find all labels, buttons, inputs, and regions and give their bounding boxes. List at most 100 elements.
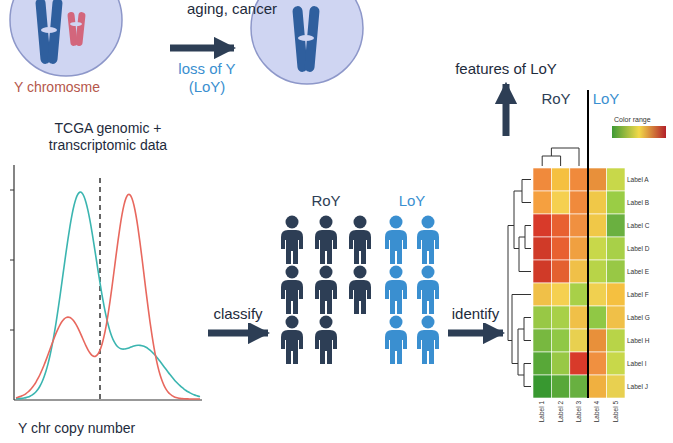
dendrogram-branch <box>542 156 560 166</box>
heatmap-cell <box>607 168 625 191</box>
dendrogram-branch <box>518 329 524 375</box>
dendrogram-branch <box>524 364 531 387</box>
person-body <box>417 230 439 264</box>
heatmap-cell <box>588 260 606 283</box>
person-head <box>286 316 299 329</box>
heatmap-cell <box>607 306 625 329</box>
person-head <box>390 266 403 279</box>
person-head <box>320 316 333 329</box>
column-label: Label 5 <box>613 401 620 422</box>
column-label: Label 3 <box>576 401 583 422</box>
person-icon <box>385 266 407 315</box>
dendrogram-branch <box>551 148 579 166</box>
column-label: Label 2 <box>557 401 564 422</box>
heatmap-cell <box>607 191 625 214</box>
flow-arrow <box>448 330 503 337</box>
heatmap-cell <box>533 329 551 352</box>
result-arrow <box>503 84 510 136</box>
row-label: Label D <box>627 245 649 253</box>
heatmap-cell <box>533 168 551 191</box>
heatmap-cell <box>551 168 569 191</box>
heatmap-cell <box>533 237 551 260</box>
process-arrow <box>170 45 234 52</box>
heatmap-cell <box>588 375 606 398</box>
person-body <box>315 230 337 264</box>
heatmap-cell <box>533 283 551 306</box>
person-icon <box>281 266 303 315</box>
person-icon <box>385 316 407 365</box>
edge-label: identify <box>450 305 502 323</box>
density-curve <box>16 192 200 399</box>
heatmap-cell <box>551 214 569 237</box>
annotation-label: aging, cancer <box>187 0 277 18</box>
person-body <box>281 330 303 364</box>
node-text: LoY <box>593 90 620 108</box>
person-body <box>281 280 303 314</box>
person-icon <box>349 216 371 265</box>
person-icon <box>385 216 407 265</box>
person-body <box>385 230 407 264</box>
person-head <box>422 316 435 329</box>
row-label: Label G <box>627 314 650 322</box>
heatmap-cell <box>588 214 606 237</box>
heatmap-cell <box>533 191 551 214</box>
annotation-label: features of LoY <box>455 60 557 78</box>
person-head <box>390 216 403 229</box>
heatmap-cell <box>570 214 588 237</box>
person-head <box>286 266 299 279</box>
node-text: RoY <box>311 192 340 210</box>
dendrogram-branch <box>524 318 531 341</box>
dendrogram-branch <box>525 226 531 249</box>
group-separator <box>587 90 589 398</box>
heatmap-cell <box>533 260 551 283</box>
heatmap-cell <box>588 352 606 375</box>
row-label: Label C <box>627 222 649 230</box>
heatmap-cell <box>551 375 569 398</box>
row-label: Label F <box>627 291 649 299</box>
heatmap-cell <box>551 306 569 329</box>
person-head <box>390 316 403 329</box>
heatmap-cell <box>551 352 569 375</box>
person-body <box>417 280 439 314</box>
heatmap-cell <box>588 283 606 306</box>
column-label: Label 1 <box>539 401 546 422</box>
density-curve <box>16 194 200 399</box>
heatmap-cell <box>588 237 606 260</box>
heatmap-cell <box>533 375 551 398</box>
person-body <box>385 280 407 314</box>
heatmap-cell <box>607 375 625 398</box>
heatmap-cell <box>570 329 588 352</box>
row-label: Label A <box>627 176 649 184</box>
column-label: Label 4 <box>594 401 601 422</box>
node-text: RoY <box>541 90 570 108</box>
heatmap-cell <box>607 329 625 352</box>
edge-label: classify <box>211 305 264 323</box>
color-bar <box>612 126 666 138</box>
person-icon <box>281 216 303 265</box>
person-body <box>315 330 337 364</box>
person-body <box>349 230 371 264</box>
person-icon <box>315 216 337 265</box>
person-body <box>385 330 407 364</box>
person-head <box>320 216 333 229</box>
heatmap-cell <box>551 191 569 214</box>
x-chromosome <box>35 0 63 64</box>
heatmap-cell <box>551 237 569 260</box>
person-icon <box>417 216 439 265</box>
x-chromosome <box>292 6 320 73</box>
node-text: LoY <box>399 192 426 210</box>
heatmap-cell <box>607 214 625 237</box>
person-body <box>417 330 439 364</box>
heatmap-cell <box>570 191 588 214</box>
x-axis <box>14 399 202 400</box>
heatmap-cell <box>570 306 588 329</box>
heatmap-cell <box>588 329 606 352</box>
heatmap-cell <box>607 352 625 375</box>
node-text: TCGA genomic + transcriptomic data <box>33 120 183 154</box>
person-body <box>349 280 371 314</box>
heatmap-cell <box>551 329 569 352</box>
heatmap-cell <box>551 283 569 306</box>
person-head <box>320 266 333 279</box>
